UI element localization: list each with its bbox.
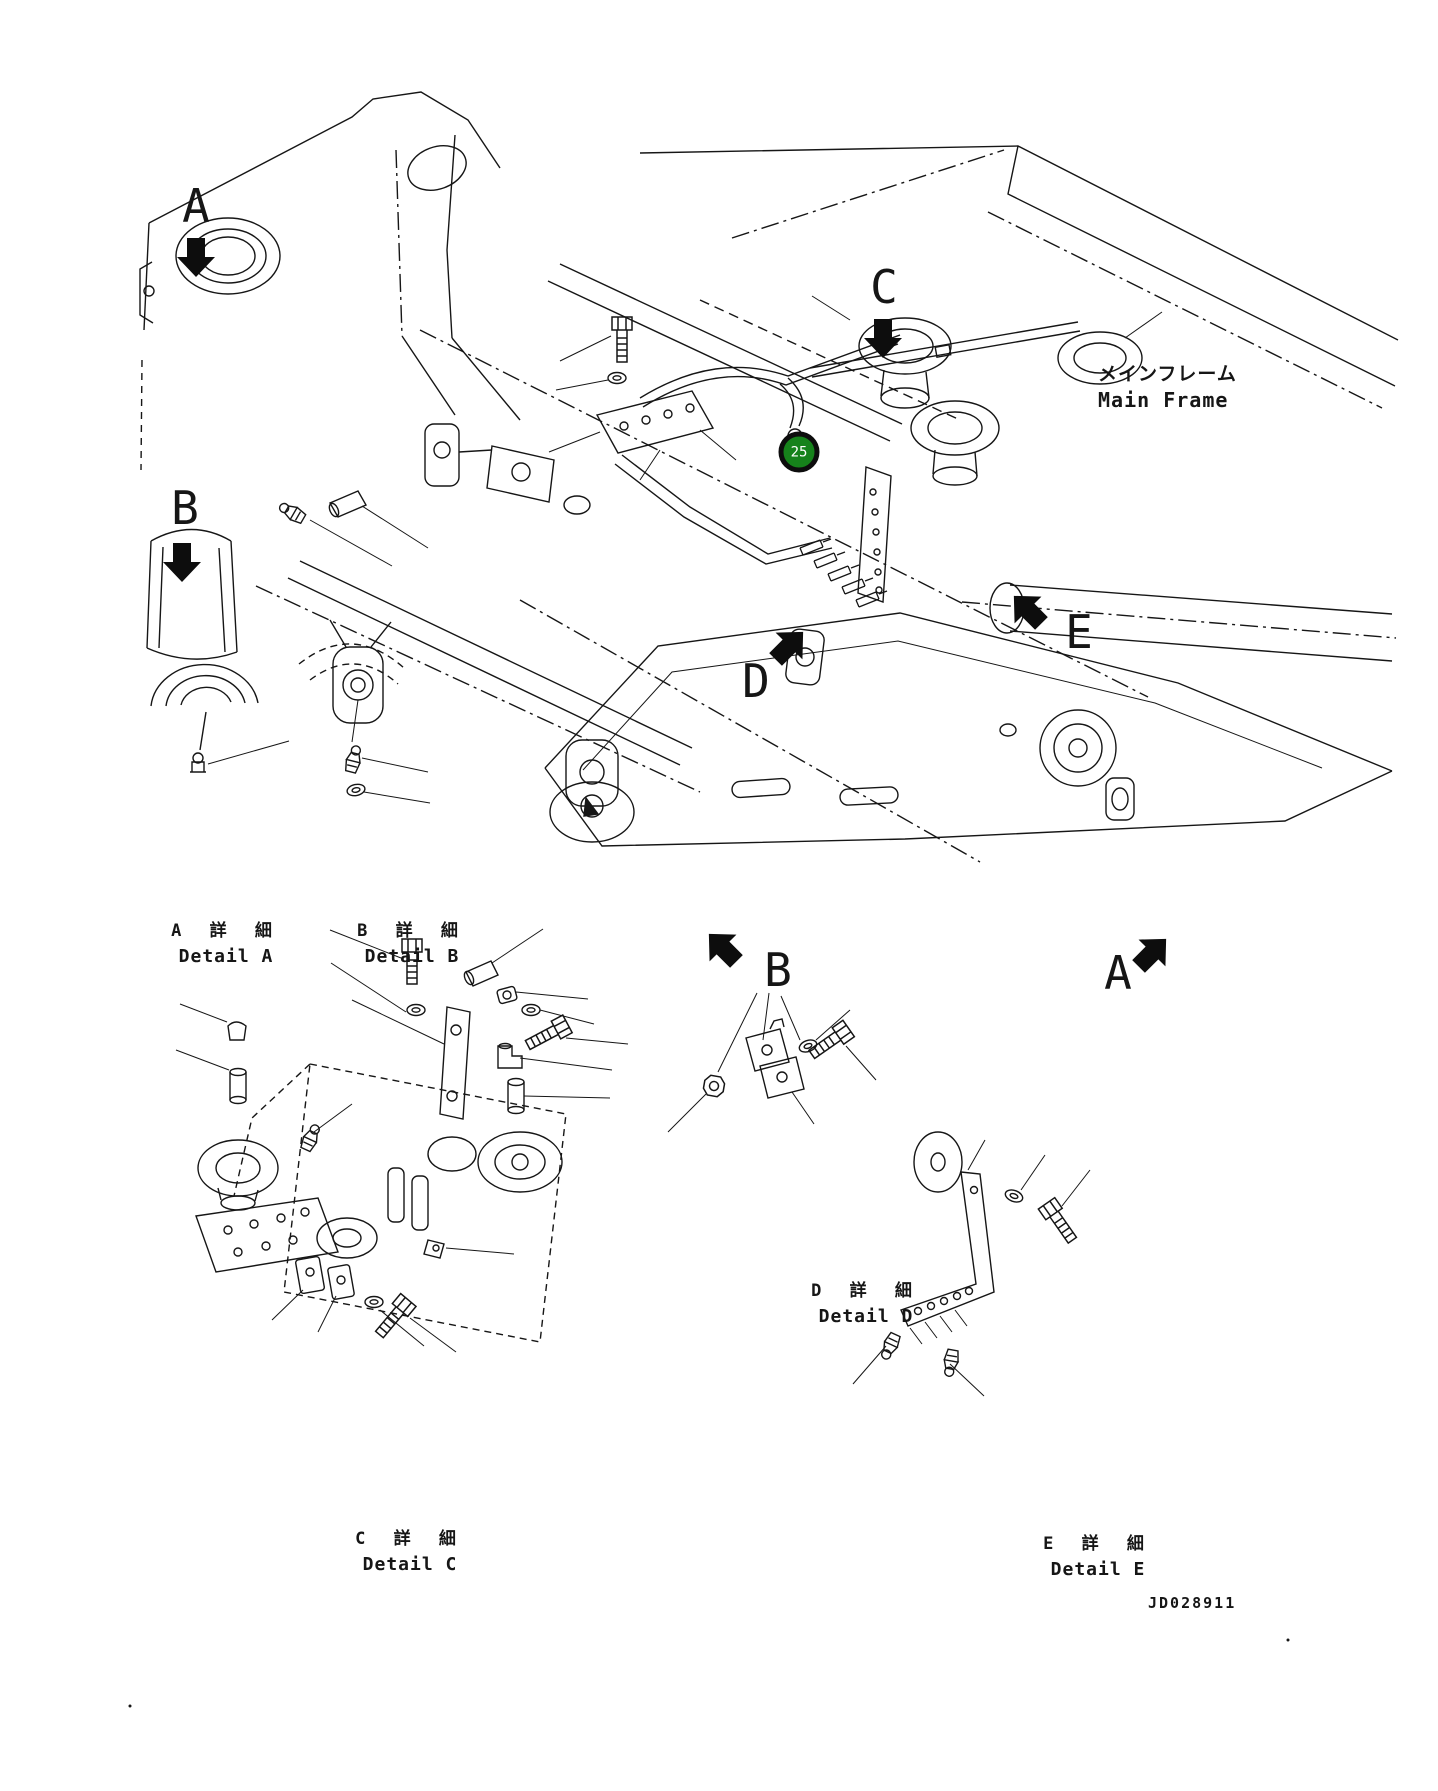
frame-rails [255,145,1399,793]
washer-icon [607,371,627,385]
detail-c-label: C 詳 細 Detail C [355,1528,465,1577]
view-marker-c-top: C [870,260,898,314]
view-marker-b-left: B [171,481,199,535]
view-arrow-c-top-icon [864,319,902,358]
main-frame-label-jp: メインフレーム [1098,363,1237,385]
view-marker-d: D [742,654,770,708]
bolt-icon [805,1019,856,1064]
detail-d-label: D 詳 細 Detail D [811,1280,921,1329]
fitting-icon [940,1348,961,1379]
view-arrow-a-top-icon [177,238,215,277]
detail-b-source [298,619,431,804]
sleeve-icon [229,1067,247,1105]
fitting-pin-icon [813,551,846,569]
sleeve-icon [507,1077,525,1115]
washer-icon [406,1003,426,1017]
grease-piping-assembly [548,316,1081,608]
detail-c-label-en: Detail C [362,1553,458,1575]
main-frame-label-en: Main Frame [1098,387,1229,412]
part-number-badge[interactable]: 25 [778,431,820,473]
bolt-icon [611,316,633,363]
detail-b-label-jp: B 詳 細 [357,921,467,941]
detail-a-source [150,663,290,773]
view-arrows [163,238,1180,980]
detail-e-label-jp: E 詳 細 [1043,1534,1153,1554]
page-mark [128,1704,132,1708]
bolt-icon [522,1014,573,1055]
page-mark [1286,1638,1290,1642]
washer-icon [345,782,367,798]
frame-top-left-arm [139,91,521,660]
detail-c-view [175,928,629,1353]
fitting-icon [276,498,308,526]
main-frame-drawing [128,91,1399,1708]
detail-c-label-jp: C 詳 細 [355,1529,465,1549]
detail-d-label-jp: D 詳 細 [811,1281,921,1301]
grease-valve-icon [190,752,206,773]
washer-icon [1002,1187,1026,1205]
view-arrow-b-bottom-icon [695,920,750,975]
float-fittings [276,490,429,567]
washer-icon [521,1003,541,1017]
detail-e-view [852,1131,1091,1397]
bolt-icon [1037,1196,1082,1247]
view-marker-a-bottom: A [1104,946,1132,1000]
view-arrow-b-left-icon [163,543,201,582]
detail-b-label: B 詳 細 Detail B [357,920,467,969]
detail-d-view [667,992,877,1133]
detail-d-label-en: Detail D [818,1305,914,1327]
detail-e-label: E 詳 細 Detail E [1043,1533,1153,1582]
detail-b-label-en: Detail B [364,945,460,967]
drawing-number: JD028911 [1148,1594,1237,1612]
fitting-pin-icon [827,564,860,582]
view-marker-e: E [1065,605,1093,659]
washer-icon [364,1295,384,1309]
detail-a-label-jp: A 詳 細 [171,921,281,941]
detail-a-label-en: Detail A [178,945,274,967]
main-frame-label: メインフレーム Main Frame [1098,362,1237,413]
lower-frame [519,582,1397,863]
view-marker-b-bottom: B [764,943,792,997]
fitting-icon [343,743,365,775]
view-marker-a-top: A [182,179,210,233]
detail-a-label: A 詳 細 Detail A [171,920,281,969]
detail-e-label-en: Detail E [1050,1558,1146,1580]
engine-mounts [811,295,1163,486]
view-arrow-a-bottom-icon [1125,925,1180,980]
fitting-icon [877,1330,903,1363]
